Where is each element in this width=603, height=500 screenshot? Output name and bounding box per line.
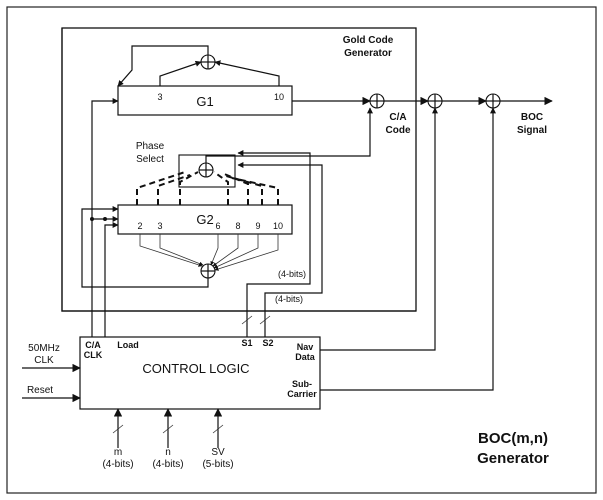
g2-label: G2: [196, 212, 213, 227]
nav-data-line: [320, 107, 438, 351]
s2-bits-label: (4-bits): [275, 294, 303, 304]
s2-line: [237, 162, 323, 337]
clk-50mhz-label-2: CLK: [34, 355, 54, 366]
reset-label: Reset: [27, 385, 53, 396]
gold-code-generator-label: Gold Code: [343, 35, 394, 46]
boc-signal-label: BOC: [521, 112, 543, 123]
load-line: [104, 222, 119, 337]
s2-label: S2: [262, 338, 273, 348]
m-bits-label: (4-bits): [102, 459, 133, 470]
phase-select-box: [178, 154, 236, 188]
n-label: n: [165, 447, 171, 458]
g1-label: G1: [196, 94, 213, 109]
phase-select-label-2: Select: [136, 154, 164, 165]
ca-code-label: C/A: [389, 112, 406, 123]
sub-carrier-line: [320, 107, 496, 391]
g1-tap3-line: [159, 60, 202, 86]
g2-feedback-loop: [81, 206, 209, 288]
outer-frame: [6, 6, 597, 494]
n-bits-label: (4-bits): [152, 459, 183, 470]
sub-carrier-label: Sub-: [292, 379, 312, 389]
g2-tap-8: 8: [235, 221, 240, 231]
nav-data-label-2: Data: [295, 352, 316, 362]
g1-tap-10: 10: [274, 92, 284, 102]
clk-50mhz-label: 50MHz: [28, 343, 60, 354]
g2-tap-3: 3: [157, 221, 162, 231]
g2-feedback-taps: [139, 234, 279, 271]
s1-label: S1: [241, 338, 252, 348]
phase-select-output: [205, 107, 373, 163]
boc-signal-label-2: Signal: [517, 125, 547, 136]
ca-clk-label-2: CLK: [84, 350, 103, 360]
s1-bits-label: (4-bits): [278, 269, 306, 279]
sub-carrier-label-2: Carrier: [287, 389, 317, 399]
ca-code-label-2: Code: [386, 125, 411, 136]
boc-mn-title: BOC(m,n): [478, 430, 548, 447]
ca-clk-line: [91, 98, 119, 337]
m-label: m: [114, 447, 122, 458]
g1-tap10-line: [214, 60, 280, 86]
load-label: Load: [117, 340, 139, 350]
gold-code-generator-box: [61, 27, 417, 312]
boc-mn-title-2: Generator: [477, 450, 549, 467]
g1-feedback-loop: [117, 45, 209, 87]
g1-tap-3: 3: [157, 92, 162, 102]
gold-code-generator-label-2: Generator: [344, 48, 392, 59]
sv-bits-label: (5-bits): [202, 459, 233, 470]
sv-label: SV: [211, 447, 225, 458]
g2-tap-9: 9: [255, 221, 260, 231]
ca-clk-label: C/A: [85, 340, 101, 350]
ca-output-feedback: [61, 28, 416, 312]
phase-select-dashed-taps: [136, 171, 279, 205]
control-logic-box: [79, 336, 321, 410]
g2-register: [117, 204, 293, 235]
control-logic-label: CONTROL LOGIC: [142, 361, 249, 376]
s1-line: [237, 150, 311, 337]
g2-tap-10: 10: [273, 221, 283, 231]
nav-data-label: Nav: [297, 342, 314, 352]
g2-tap-2: 2: [137, 221, 142, 231]
g2-tap-6: 6: [215, 221, 220, 231]
phase-select-label: Phase: [136, 141, 165, 152]
